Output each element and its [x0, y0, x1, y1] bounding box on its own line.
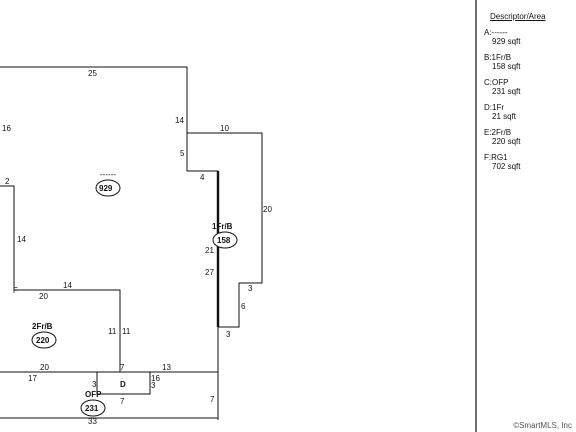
area-a-value: 929 — [99, 184, 113, 193]
dim-label: 2 — [5, 177, 10, 186]
legend-area: 702 sqft — [492, 162, 521, 171]
dim-label: 7 — [210, 395, 215, 404]
area-d-outline — [96, 372, 151, 395]
dim-label: 3 — [92, 380, 97, 389]
area-b-value: 158 — [217, 236, 231, 245]
legend-title: Descriptor/Area — [490, 12, 546, 21]
area-e-value: 220 — [36, 336, 50, 345]
dim-label: 16 — [151, 374, 160, 383]
legend-item: C:OFP 231 sqft — [484, 78, 574, 96]
area-f-name: F — [13, 286, 18, 295]
legend-item: D:1Fr 21 sqft — [484, 103, 574, 121]
dim-label: 20 — [39, 292, 48, 301]
area-a-name: ------ — [100, 170, 116, 179]
area-c-bubble — [80, 399, 106, 417]
legend-code: D:1Fr — [484, 103, 504, 112]
legend-code: B:1Fr/B — [484, 53, 512, 62]
legend-area: 220 sqft — [492, 137, 521, 146]
area-d-name: D — [120, 380, 126, 389]
legend-area: 929 sqft — [492, 37, 521, 46]
legend-code: C:OFP — [484, 78, 509, 87]
legend-code: A:------ — [484, 28, 508, 37]
legend-panel: Descriptor/Area A:------ 929 sqft B:1Fr/… — [484, 12, 574, 178]
dim-label: 3 — [151, 381, 156, 390]
area-c-name: OFP — [85, 390, 102, 399]
dim-label: 14 — [63, 281, 72, 290]
dim-label: 7 — [120, 397, 125, 406]
copyright-notice: ©SmartMLS, Inc — [513, 421, 572, 430]
legend-area: 21 sqft — [492, 112, 517, 121]
area-e-bubble — [31, 331, 57, 349]
legend-code: F:RG1 — [484, 153, 508, 162]
area-b-name: 1Fr/B — [212, 222, 233, 231]
area-a-left-wall — [0, 185, 121, 372]
dim-label: 11 — [122, 327, 131, 336]
dim-label: 7 — [120, 363, 125, 372]
dim-label: 3 — [248, 284, 253, 293]
dim-label: 5 — [180, 149, 185, 158]
dim-label: 20 — [40, 363, 49, 372]
legend-item: B:1Fr/B 158 sqft — [484, 53, 574, 71]
area-b-outline — [187, 132, 263, 328]
dim-label: 13 — [162, 363, 171, 372]
area-b-bubble — [212, 231, 238, 249]
dim-label: 10 — [220, 124, 229, 133]
dim-label: 3 — [226, 330, 231, 339]
dim-label: 4 — [200, 173, 205, 182]
area-a-bubble — [95, 179, 121, 197]
area-e-name: 2Fr/B — [32, 322, 53, 331]
dim-label: 33 — [88, 417, 97, 426]
legend-item: F:RG1 702 sqft — [484, 153, 574, 171]
dim-label: 20 — [263, 205, 272, 214]
dim-label: 14 — [175, 116, 184, 125]
dim-label: 25 — [88, 69, 97, 78]
legend-item: E:2Fr/B 220 sqft — [484, 128, 574, 146]
dim-label: 21 — [205, 246, 214, 255]
legend-area: 158 sqft — [492, 62, 521, 71]
area-c-value: 231 — [85, 404, 99, 413]
dim-label: 14 — [17, 235, 26, 244]
legend-item: A:------ 929 sqft — [484, 28, 574, 46]
legend-code: E:2Fr/B — [484, 128, 512, 137]
dim-label: 27 — [205, 268, 214, 277]
dim-label: 17 — [28, 374, 37, 383]
dim-label: 6 — [241, 302, 246, 311]
dim-label: 11 — [108, 327, 117, 336]
legend-area: 231 sqft — [492, 87, 521, 96]
dim-label: 16 — [2, 124, 11, 133]
